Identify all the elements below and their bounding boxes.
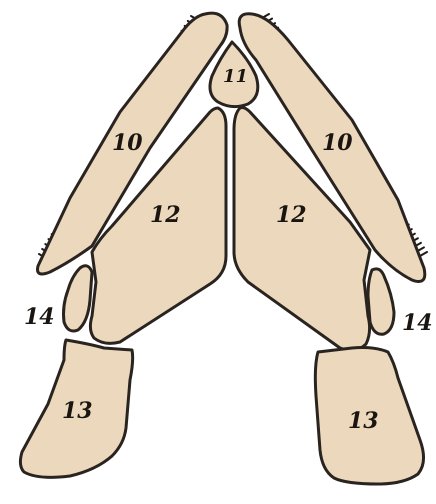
plate-14-left: [64, 266, 93, 331]
label-10-left: 10: [112, 130, 143, 156]
label-13-right: 13: [348, 408, 379, 434]
label-10-right: 10: [322, 130, 353, 156]
label-12-right: 12: [276, 202, 307, 228]
label-11: 11: [223, 66, 248, 87]
plate-14-right: [368, 269, 394, 334]
label-14-left: 14: [24, 304, 55, 330]
label-12-left: 12: [150, 202, 181, 228]
fringe-hair: [420, 252, 427, 256]
label-14-right: 14: [402, 310, 433, 336]
label-13-left: 13: [62, 398, 93, 424]
